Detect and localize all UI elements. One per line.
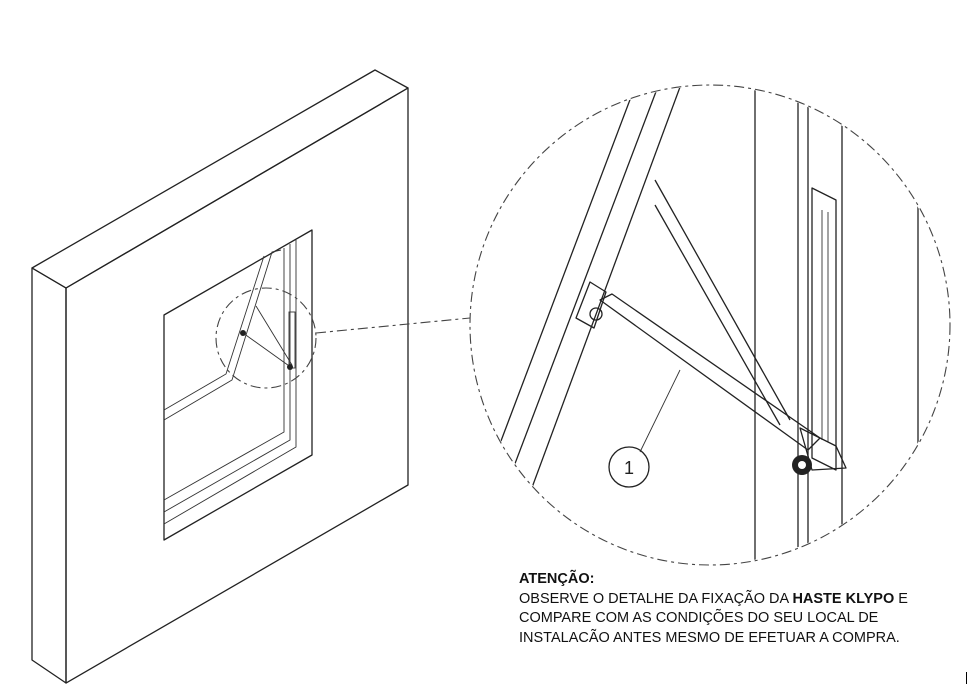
callout-circle: [608, 446, 650, 488]
edge-mark: [966, 672, 967, 684]
note-line1-post: E: [894, 590, 908, 607]
note-line3: INSTALACÃO ANTES MESMO DE EFETUAR A COMP…: [519, 629, 900, 646]
callout-number: 1: [624, 458, 634, 478]
detail-leader-line: [315, 317, 471, 334]
note-heading: ATENÇÃO:: [519, 571, 595, 587]
window-opening: [163, 229, 313, 541]
note-line2: COMPARE COM AS CONDIÇÕES DO SEU LOCAL DE: [519, 610, 879, 626]
detail-view: 1: [469, 84, 951, 566]
detail-marker-small: [215, 287, 317, 389]
note-line1-pre: OBSERVE O DETALHE DA FIXAÇÃO DA: [519, 590, 793, 607]
wall-block: [31, 69, 409, 684]
note-product-name: HASTE KLYPO: [792, 590, 895, 607]
attention-note: ATENÇÃO: OBSERVE O DETALHE DA FIXAÇÃO DA…: [519, 570, 908, 648]
